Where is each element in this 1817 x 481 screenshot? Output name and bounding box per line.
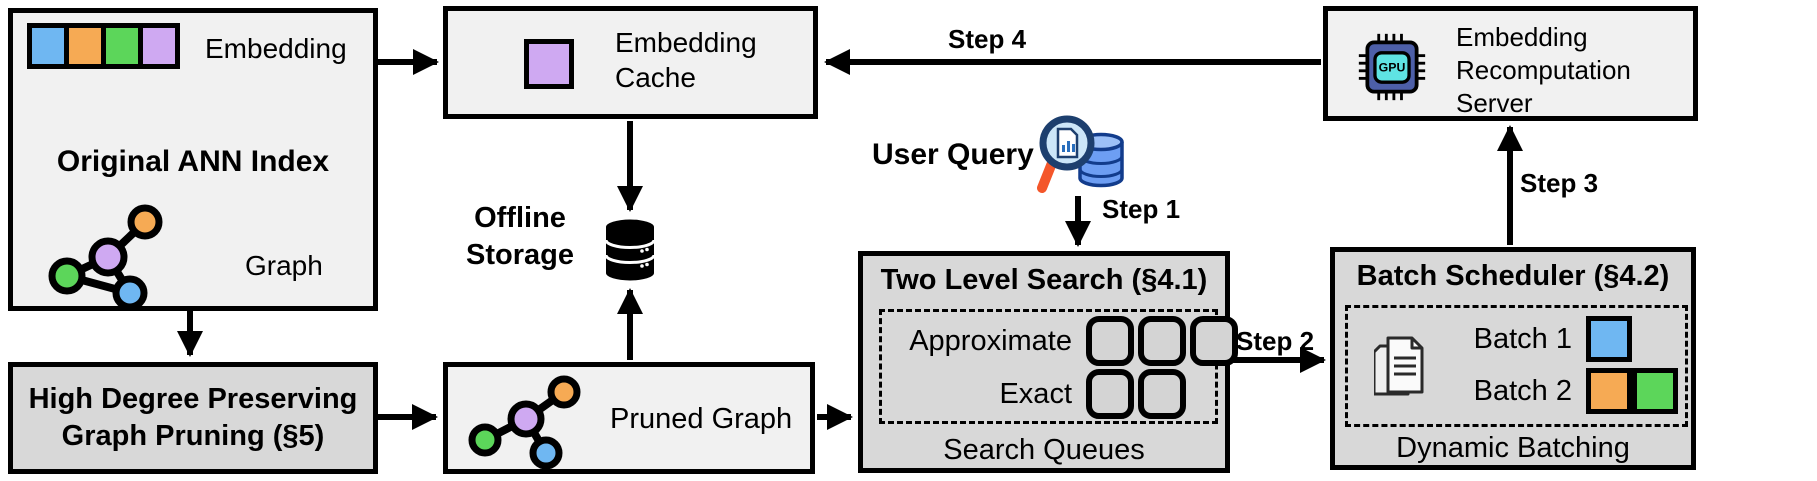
batch2-cell-green [1632,368,1678,414]
step4-label: Step 4 [948,24,1027,54]
graph-pruning-box: High Degree Preserving Graph Pruning (§5… [8,362,378,474]
batch1-row: Batch 1 [1454,314,1632,364]
queue-slot [1138,316,1186,366]
queue-slot [1086,369,1134,419]
batch-scheduler-box: Batch Scheduler (§4.2) Batch 1 Batch 2 [1330,247,1696,470]
gpu-chip-icon: GPU [1358,33,1426,101]
exact-label: Exact [999,377,1072,410]
exact-queue-row: Exact [882,369,1186,419]
query-magnifier-database-icon [1037,115,1124,193]
documents-icon [1374,336,1424,396]
ann-index-title: Original ANN Index [56,145,330,178]
approximate-queue-row: Approximate [882,316,1238,366]
embedding-cell-purple [143,28,175,64]
embedding-cell-blue [32,28,64,64]
batch2-row: Batch 2 [1454,366,1678,416]
approximate-label: Approximate [909,324,1072,357]
two-level-search-box: Two Level Search (§4.1) Approximate Exac… [858,251,1238,473]
step3-label: Step 3 [1520,168,1599,198]
gpu-chip-label: GPU [1379,61,1406,75]
step1-label: Step 1 [1102,194,1181,224]
cached-embedding-icon [524,39,574,89]
dynamic-batching-panel: Batch 1 Batch 2 [1345,305,1688,427]
batch2-squares [1586,368,1678,414]
graph-icon [48,204,163,310]
batch1-squares [1586,316,1632,362]
queue-slot [1138,369,1186,419]
batch1-cell-blue [1586,316,1632,362]
embedding-cache-label: Embedding Cache [615,27,757,93]
database-icon [604,219,656,281]
step2-label: Step 2 [1236,326,1315,356]
original-ann-index-box: Embedding Original ANN Index Graph [8,8,378,311]
search-queues-caption: Search Queues [943,434,1145,466]
embedding-strip-icon [27,23,180,69]
batch1-label: Batch 1 [1473,322,1572,355]
user-query-label: User Query [872,138,1034,171]
embedding-label: Embedding [205,33,347,64]
pruned-graph-box: Pruned Graph [443,362,815,474]
embedding-cache-box: Embedding Cache [443,6,818,119]
queue-slot [1190,316,1238,366]
search-queues-panel: Approximate Exact [879,309,1238,424]
recomputation-server-box: GPU Embedding Recomputation Server [1323,6,1698,121]
recomputation-server-label: Embedding Recomputation Server [1456,22,1631,118]
two-level-search-title: Two Level Search (§4.1) [880,264,1208,296]
batch-scheduler-title: Batch Scheduler (§4.2) [1356,260,1670,292]
batch2-cell-orange [1586,368,1632,414]
queue-slot [1086,316,1134,366]
approximate-queue-slots [1086,316,1238,366]
exact-queue-slots [1086,369,1186,419]
graph-pruning-title: High Degree Preserving Graph Pruning (§5… [28,383,358,452]
offline-storage-label: Offline Storage [466,202,574,271]
pruned-graph-icon [468,375,581,470]
embedding-cell-orange [69,28,101,64]
pruned-graph-label: Pruned Graph [610,403,793,435]
dynamic-batching-caption: Dynamic Batching [1396,432,1630,464]
graph-label: Graph [245,250,323,281]
batch2-label: Batch 2 [1473,374,1572,407]
embedding-cell-green [106,28,138,64]
